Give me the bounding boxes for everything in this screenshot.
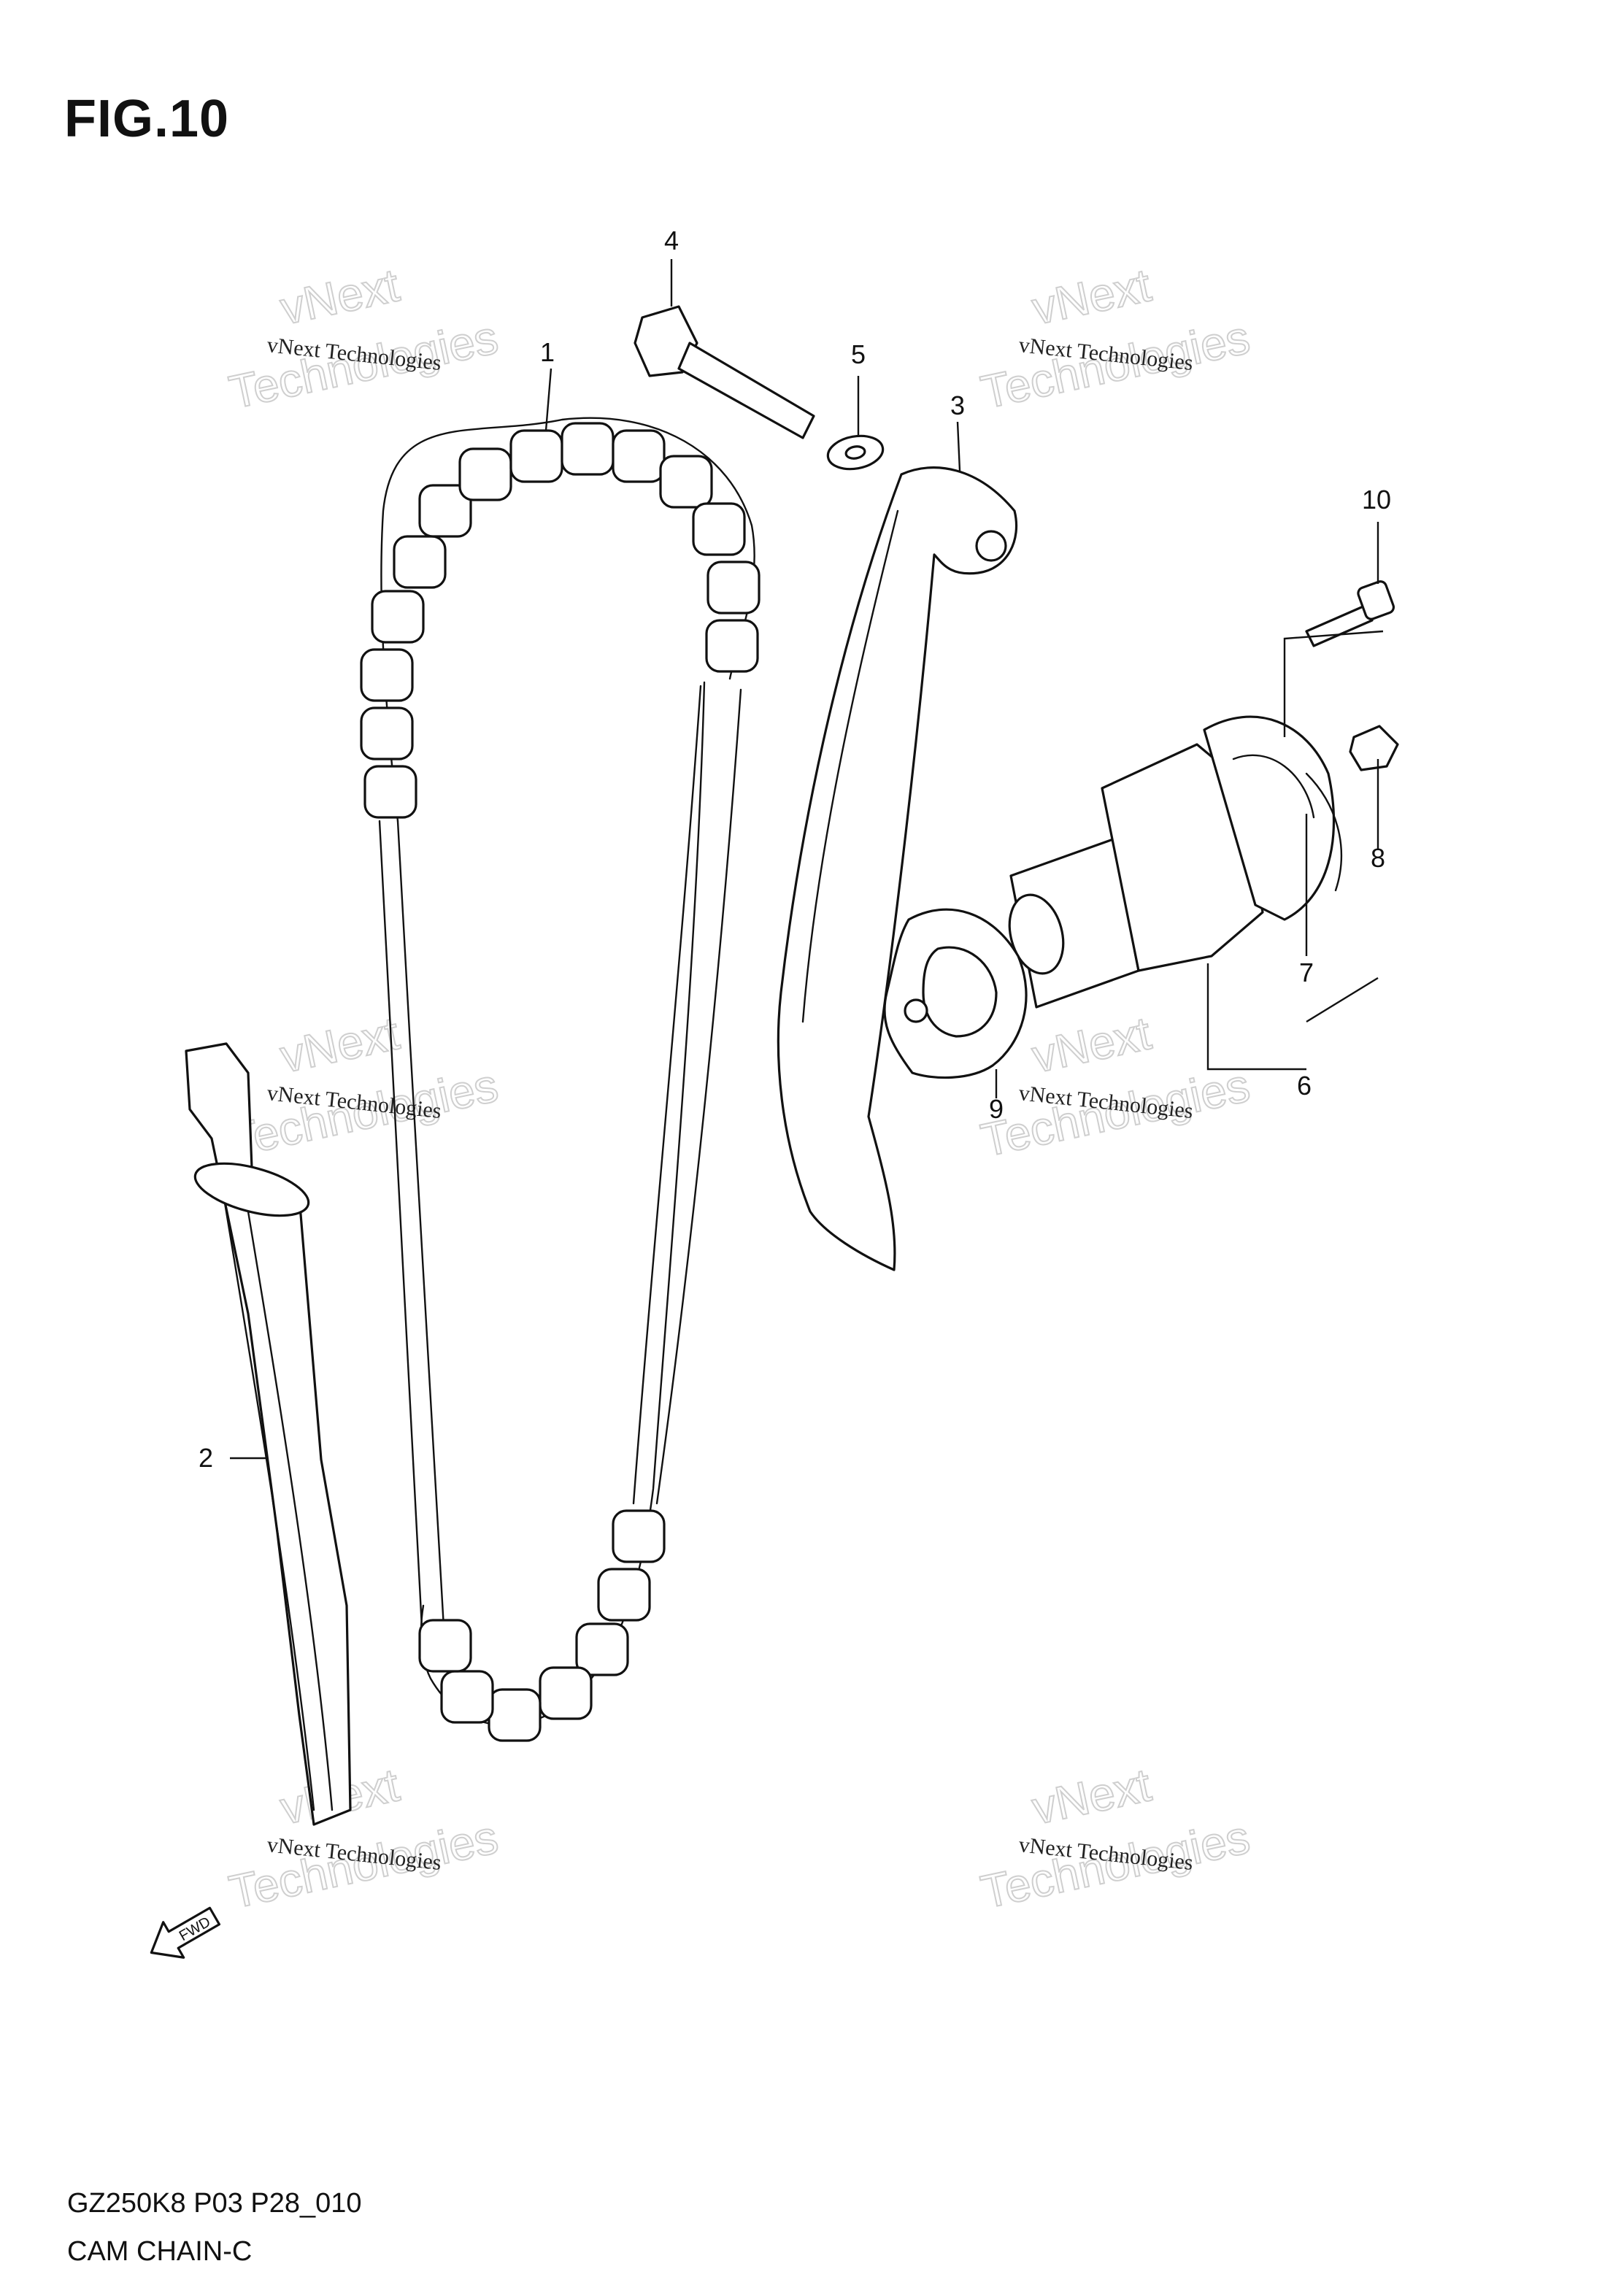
cam-chain-tension-guide	[777, 466, 1018, 1271]
callout-9: 9	[989, 1094, 1004, 1124]
watermark-middle-left: vNext Technologies vNext Technologies	[224, 1006, 503, 1167]
diagram-code: GZ250K8 P03 P28_010	[67, 2188, 362, 2219]
cam-chain-guide	[185, 1042, 352, 1826]
tensioner-spring	[1305, 772, 1343, 892]
chain-links-lower	[418, 1509, 666, 1742]
svg-text:vNext: vNext	[1028, 1006, 1155, 1082]
tensioner-gasket	[883, 908, 1028, 1079]
svg-text:vNext: vNext	[1028, 258, 1155, 334]
callout-8: 8	[1371, 843, 1385, 873]
watermark-bottom-left: vNext Technologies vNext Technologies	[224, 1757, 503, 1919]
callout-2: 2	[199, 1443, 213, 1473]
leader-lines	[230, 259, 1384, 1460]
watermark-top-right: vNext Technologies vNext Technologies	[976, 258, 1255, 419]
chain-links-upper	[360, 422, 761, 819]
cap-bolt	[1349, 725, 1399, 771]
callout-10: 10	[1362, 485, 1391, 515]
figure-title: FIG.10	[64, 90, 230, 148]
cam-chain	[360, 417, 761, 1742]
watermark-bottom-right: vNext Technologies vNext Technologies	[976, 1757, 1255, 1919]
callout-1: 1	[540, 337, 555, 367]
watermark-top-left: vNext Technologies vNext Technologies	[224, 258, 503, 419]
forward-direction-arrow: FWD	[150, 1906, 221, 1959]
svg-text:vNext: vNext	[276, 1006, 404, 1082]
pivot-bolt	[634, 305, 815, 439]
cam-chain-tensioner	[1008, 715, 1336, 1009]
diagram-name: CAM CHAIN-C	[67, 2236, 253, 2267]
svg-text:vNext: vNext	[276, 258, 404, 334]
washer	[826, 434, 885, 471]
callout-7: 7	[1299, 958, 1314, 987]
callout-6: 6	[1297, 1071, 1312, 1101]
callout-3: 3	[950, 390, 965, 420]
callout-4: 4	[664, 226, 679, 255]
svg-text:vNext: vNext	[1028, 1758, 1155, 1834]
callout-5: 5	[851, 339, 866, 369]
callouts: 1 2 3 4 5 6 7 8 9 10	[199, 226, 1391, 1473]
